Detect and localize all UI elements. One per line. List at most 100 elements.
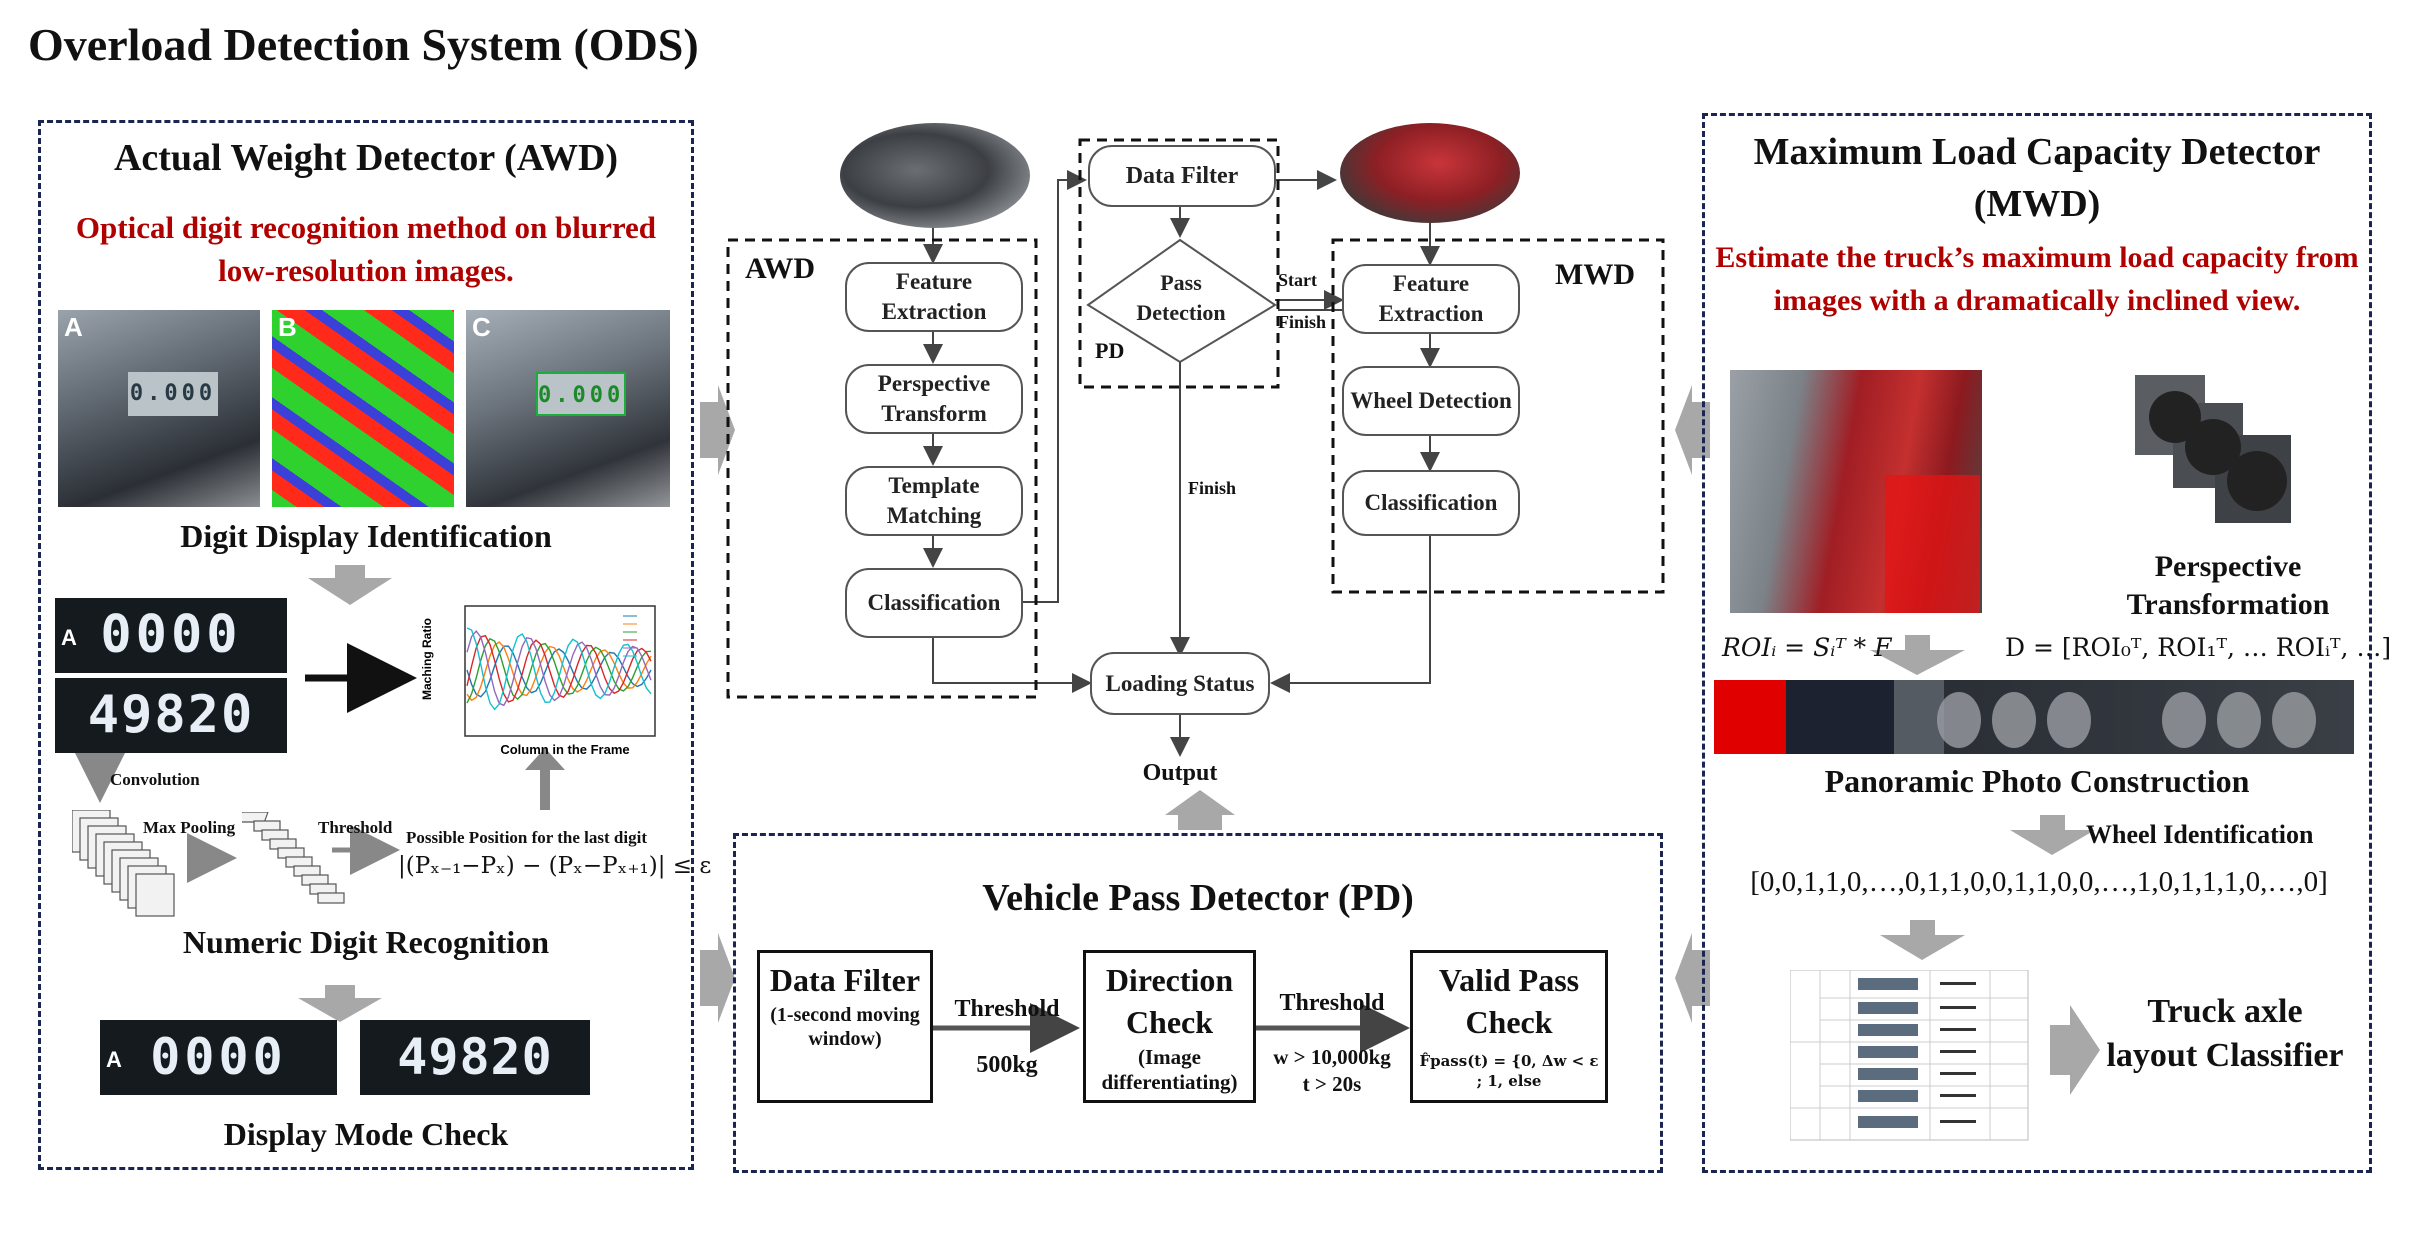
perspective-transform-box: Perspective Transform: [845, 364, 1023, 434]
threshold-label: Threshold: [318, 818, 393, 837]
template-matching-box: Template Matching: [845, 466, 1023, 536]
pd-group-label: PD: [1095, 338, 1125, 363]
fat-arrow-down-2: [298, 985, 382, 1022]
pd-data-filter-box: Data Filter (1-second moving window): [757, 950, 933, 1103]
awd-image-b: B: [272, 310, 454, 507]
pd-box1-title: Data Filter: [769, 962, 921, 998]
awd-group-label: AWD: [745, 252, 816, 285]
perspective-transformation-label: Perspective Transformation: [2126, 550, 2330, 621]
fat-arrow-right-mwd: [2050, 1005, 2100, 1095]
awd-image-a: 0.000 A: [58, 310, 260, 507]
fat-arrow-right-bottom: [1675, 933, 1710, 1023]
display-reading-a: 0.000: [128, 372, 218, 416]
chart-series-line: [466, 645, 652, 698]
pd-box2-sub: (Image differentiating): [1101, 1045, 1238, 1094]
fat-arrow-down-mwd-3: [1880, 920, 1965, 960]
axle-layout-table: [1790, 970, 2029, 1141]
start-label: Start: [1278, 270, 1317, 290]
mwd-group-label: MWD: [1555, 258, 1635, 291]
pd-arrow2-top: Threshold: [1279, 990, 1385, 1016]
chart-series-line: [466, 629, 652, 707]
numeric-digit-recognition-label: Numeric Digit Recognition: [182, 924, 550, 960]
matching-ratio-chart: [464, 605, 656, 737]
fat-arrow-right-top: [1675, 385, 1710, 475]
finish-side-label: Finish: [1278, 312, 1327, 332]
fat-arrow-down-mwd-1: [1870, 635, 1965, 675]
mwd-subtitle: Estimate the truck’s maximum load capaci…: [1715, 241, 2359, 317]
fat-arrow-left-bottom: [700, 933, 735, 1023]
tag-a: A: [64, 312, 83, 342]
conv-stack-2: [242, 812, 345, 904]
pd-arrow2-line1: w > 10,000kg: [1273, 1045, 1391, 1069]
pass-detection-label: Pass Detection: [1136, 270, 1226, 325]
fat-arrow-up-pd: [1165, 790, 1235, 830]
mwd-heading: Maximum Load Capacity Detector (MWD): [1753, 131, 2321, 225]
display-reading-c: 0.000: [536, 372, 626, 416]
panoramic-wheels: [1937, 692, 2316, 748]
output-label: Output: [1142, 760, 1218, 786]
page-title: Overload Detection System (ODS): [28, 19, 699, 70]
digits-top-text: 0000: [100, 605, 242, 665]
pd-box3-title: Valid Pass Check: [1438, 962, 1580, 1040]
d-formula: D = [ROI₀ᵀ, ROI₁ᵀ, … ROIᵢᵀ, …]: [2005, 633, 2392, 662]
pd-panel: [733, 833, 1663, 1173]
display-mode-check-label: Display Mode Check: [223, 1116, 509, 1152]
awd-classification-box: Classification: [845, 568, 1023, 638]
wheel-roi-highlight: [1885, 475, 1980, 613]
finish-down-label: Finish: [1188, 478, 1237, 498]
loading-status-box: Loading Status: [1090, 652, 1270, 715]
mwd-panel: [1702, 113, 2372, 1173]
digit-image-top: 0000 A: [55, 598, 287, 673]
chart-xlabel: Column in the Frame: [500, 742, 630, 757]
max-pooling-label: Max Pooling: [143, 818, 236, 837]
axle-classifier-label: Truck axle layout Classifier: [2106, 993, 2344, 1074]
conv-stack-1: [72, 810, 175, 917]
awd-dashed-group: [726, 238, 1038, 699]
roi-formula: ROIᵢ = Sᵢᵀ * F: [1722, 633, 1892, 662]
awd-image-c: 0.000 C: [466, 310, 670, 507]
feature-extraction-box: Feature Extraction: [845, 262, 1023, 332]
possible-position-label: Possible Position for the last digit: [406, 828, 647, 847]
binary-sequence: [0,0,1,1,0,…,0,1,1,0,0,1,1,0,0,…,1,0,1,1…: [1750, 866, 2328, 898]
pd-arrow1-bottom: 500kg: [976, 1052, 1038, 1078]
mwd-classification-box: Classification: [1342, 470, 1520, 536]
pd-arrow1-top: Threshold: [954, 996, 1060, 1022]
tag-c: C: [472, 312, 491, 342]
pd-valid-pass-box: Valid Pass Check F̂pass(t) = {0, Δw < ε …: [1410, 950, 1608, 1103]
digit-display-identification-label: Digit Display Identification: [180, 518, 552, 554]
fat-arrow-down-1: [308, 565, 392, 605]
digit-image-bottom: 49820: [55, 678, 287, 753]
pd-dashed-group: [1078, 138, 1280, 389]
panoramic-photo: [1714, 680, 2354, 754]
position-formula: |(Pₓ₋₁−Pₓ) − (Pₓ−Pₓ₊₁)| ≤ ε: [398, 853, 712, 879]
pd-arrow2-line2: t > 20s: [1302, 1072, 1362, 1096]
chart-series-group: [466, 627, 652, 711]
pd-box1-sub: (1-second moving window): [770, 1004, 920, 1050]
awd-camera-image: [840, 123, 1030, 228]
awd-heading: Actual Weight Detector (AWD): [113, 137, 619, 179]
chart-ylabel: Maching Ratio: [420, 617, 434, 700]
chart-series-line: [466, 641, 652, 702]
chart-legend-lines: [623, 615, 637, 657]
panoramic-label: Panoramic Photo Construction: [1824, 763, 2250, 799]
awd-subtitle: Optical digit recognition method on blur…: [75, 210, 657, 288]
data-filter-box: Data Filter: [1088, 145, 1276, 207]
convolution-label: Convolution: [110, 770, 200, 789]
pd-direction-check-box: Direction Check (Image differentiating): [1083, 950, 1256, 1103]
fat-arrow-up-chart: [525, 748, 565, 810]
tag-b: B: [278, 312, 297, 342]
awd-panel: [38, 120, 694, 1170]
wheel-detection-box: Wheel Detection: [1342, 366, 1520, 436]
fat-arrow-down-mwd-2: [2010, 815, 2095, 855]
display-mode-image-a: 0000 A: [100, 1020, 337, 1095]
mwd-feature-extraction-box: Feature Extraction: [1342, 264, 1520, 334]
chart-series-line: [466, 627, 652, 711]
tag-a-digits: A: [61, 625, 81, 650]
fat-arrow-left-top: [700, 385, 735, 475]
display-mode-image-b: 49820: [360, 1020, 590, 1095]
tag-a-mode: A: [106, 1047, 126, 1072]
perspective-wheels-image: [2135, 375, 2291, 523]
pd-heading: Vehicle Pass Detector (PD): [982, 877, 1414, 919]
pd-box2-title: Direction Check: [1105, 962, 1234, 1040]
